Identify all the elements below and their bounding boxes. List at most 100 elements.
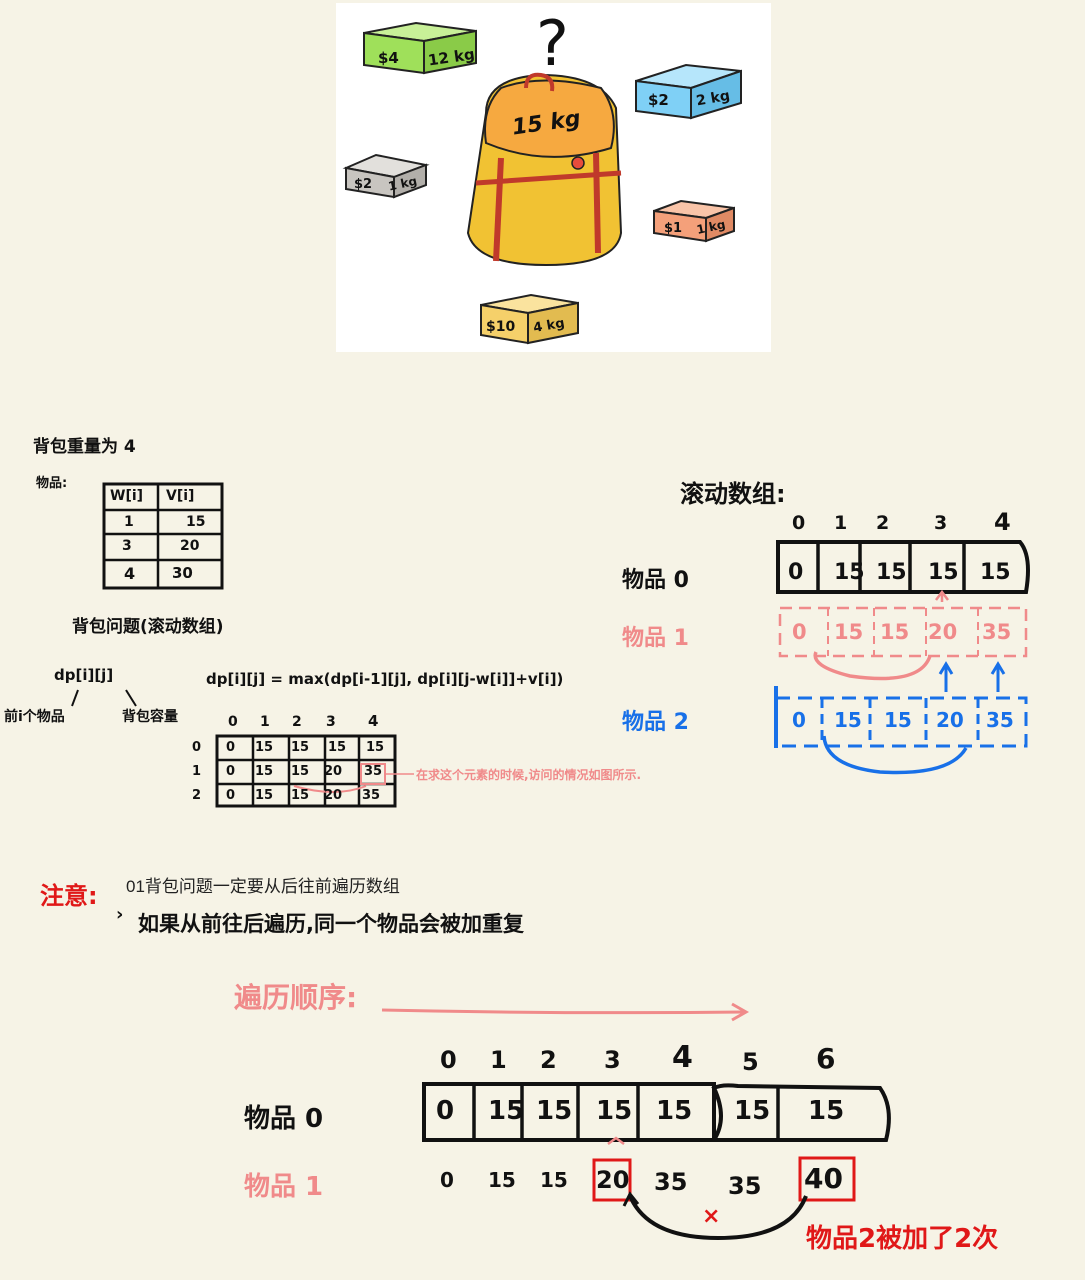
- box-green-icon: [363, 21, 477, 75]
- col-meaning: 背包容量: [122, 709, 178, 725]
- rolling-r0-0: 0: [788, 560, 804, 585]
- traversal-index-0: 0: [440, 1046, 457, 1074]
- capacity-note: 背包重量为 4: [33, 437, 136, 457]
- rolling-row0-label: 物品 0: [622, 568, 689, 593]
- traversal-conclusion: 物品2被加了2次: [806, 1224, 999, 1254]
- dp-r0c3: 15: [328, 740, 347, 755]
- traversal-r1-5: 35: [728, 1172, 762, 1200]
- traversal-r1-0: 0: [440, 1168, 454, 1192]
- dp-r2c1: 15: [255, 788, 274, 803]
- dp-col-1: 1: [260, 714, 270, 730]
- illustration-svg: ? 15 kg $4 12 kg $2 2 kg: [342, 7, 742, 345]
- dp-r0c1: 15: [255, 740, 274, 755]
- box-yellow-weight: 4 kg: [532, 316, 566, 336]
- dp-r2c2: 15: [291, 788, 310, 803]
- traversal-r1-1: 15: [488, 1168, 516, 1192]
- box-orange-price: $1: [664, 221, 682, 236]
- traversal-r0-5: 15: [734, 1096, 771, 1126]
- rolling-r2-2: 15: [884, 708, 912, 732]
- dp-row-2: 2: [192, 788, 202, 803]
- box-blue-price: $2: [648, 91, 669, 109]
- dp-col-3: 3: [326, 714, 336, 730]
- rolling-title: 滚动数组:: [680, 480, 786, 508]
- box-green-price: $4: [378, 49, 399, 67]
- rolling-index-0: 0: [792, 512, 806, 534]
- box-blue-weight: 2 kg: [695, 88, 731, 110]
- items-header-w: W[i]: [110, 488, 144, 504]
- rolling-array-drawing: [774, 540, 1030, 775]
- dp-r0c2: 15: [291, 740, 310, 755]
- rolling-r0-1: 15: [834, 560, 865, 585]
- traversal-index-2: 2: [540, 1046, 557, 1074]
- note-label: 注意:: [40, 882, 98, 910]
- backpack-icon: [466, 72, 623, 267]
- rolling-index-3: 3: [934, 512, 948, 534]
- dp-formula: dp[i][j] = max(dp[i-1][j], dp[i][j-w[i]]…: [206, 670, 564, 688]
- dp-r2c0: 0: [226, 788, 236, 803]
- dp-annotation: 在求这个元素的时候,访问的情况如图所示.: [416, 768, 642, 782]
- dp-col-4: 4: [368, 712, 379, 730]
- dp-r1c3: 20: [324, 764, 343, 779]
- box-orange-weight: 1 kg: [695, 217, 726, 237]
- cross-mark: ×: [702, 1204, 721, 1229]
- rolling-r1-2: 15: [880, 620, 910, 644]
- question-mark: ?: [536, 7, 569, 80]
- traversal-drawing: [422, 1082, 891, 1241]
- dp-notation: dp[i][j]: [54, 666, 114, 684]
- rolling-r0-2: 15: [876, 560, 907, 585]
- row-meaning: 前i个物品: [4, 709, 65, 725]
- box-gray-icon: [342, 153, 430, 199]
- rolling-r1-4: 35: [982, 620, 1012, 644]
- traversal-row1-label: 物品 1: [244, 1172, 324, 1202]
- items-header-v: V[i]: [166, 488, 195, 504]
- rolling-row2-label: 物品 2: [622, 710, 689, 735]
- rolling-r0-4: 15: [980, 560, 1011, 585]
- knapsack-illustration: ? 15 kg $4 12 kg $2 2 kg: [336, 3, 771, 352]
- note-printed-text: 01背包问题一定要从后往前遍历数组: [126, 877, 400, 896]
- traversal-r0-2: 15: [536, 1096, 573, 1126]
- traversal-r1-6: 40: [804, 1162, 843, 1195]
- box-orange-icon: [653, 199, 735, 243]
- box-gray-weight: 1 kg: [387, 174, 418, 194]
- items-v-2: 20: [180, 538, 200, 554]
- rolling-index-1: 1: [834, 512, 848, 534]
- dp-r0c0: 0: [226, 740, 236, 755]
- box-gray-price: $2: [354, 177, 372, 192]
- items-v-1: 15: [186, 514, 206, 530]
- traversal-index-4: 4: [672, 1040, 693, 1075]
- items-v-3: 30: [172, 564, 193, 582]
- rolling-r1-0: 0: [792, 620, 807, 644]
- note-bullet: ›: [116, 904, 124, 925]
- traversal-index-3: 3: [604, 1046, 621, 1074]
- rolling-r2-4: 35: [986, 708, 1014, 732]
- items-table: [102, 482, 226, 596]
- traversal-r0-3: 15: [596, 1096, 633, 1126]
- items-w-2: 3: [122, 538, 132, 554]
- traversal-r0-0: 0: [436, 1096, 455, 1126]
- traversal-r1-2: 15: [540, 1168, 568, 1192]
- dp-row-1: 1: [192, 764, 202, 779]
- dp-table-grid: [215, 734, 414, 808]
- box-yellow-price: $10: [486, 319, 515, 335]
- traversal-index-6: 6: [816, 1042, 836, 1075]
- notation-arrows: [71, 689, 137, 707]
- dp-r2c3: 20: [324, 788, 343, 803]
- rolling-r2-0: 0: [792, 708, 806, 732]
- rolling-r1-3: 20: [928, 620, 958, 644]
- dp-r1c0: 0: [226, 764, 236, 779]
- traversal-r1-3: 20: [596, 1166, 630, 1194]
- box-blue-icon: [635, 63, 742, 120]
- traversal-r0-1: 15: [488, 1096, 525, 1126]
- subtitle-note: 背包问题(滚动数组): [72, 617, 224, 637]
- dp-row-0: 0: [192, 740, 202, 755]
- items-w-1: 1: [124, 514, 134, 530]
- dp-col-0: 0: [228, 714, 238, 730]
- traversal-label: 遍历顺序:: [234, 981, 358, 1014]
- rolling-r0-3: 15: [928, 560, 959, 585]
- traversal-r0-6: 15: [808, 1096, 845, 1126]
- dp-r2c4: 35: [362, 788, 381, 803]
- items-w-3: 4: [124, 564, 136, 583]
- items-label: 物品:: [36, 476, 68, 491]
- dp-col-2: 2: [292, 714, 302, 730]
- rolling-r1-1: 15: [834, 620, 864, 644]
